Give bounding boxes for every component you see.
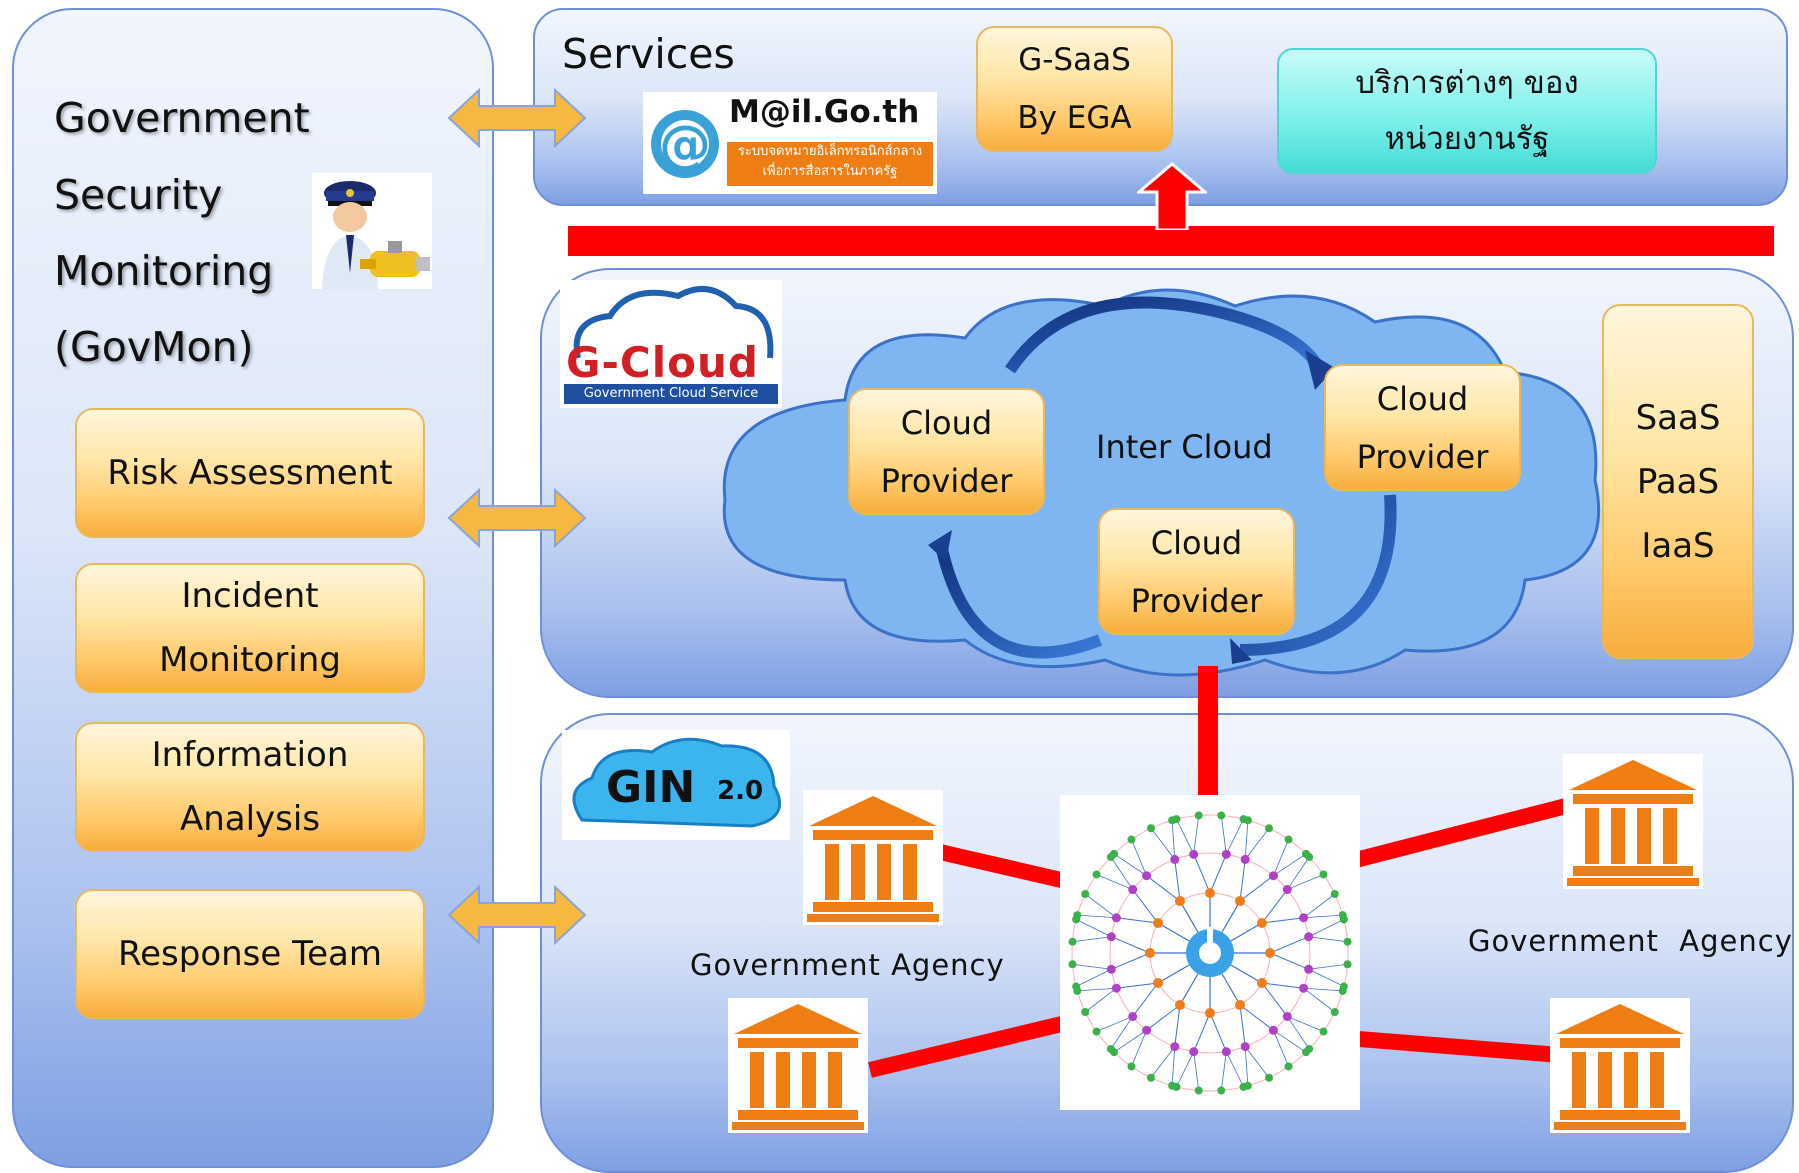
services-heading: Services: [562, 30, 735, 78]
up-arrow-icon: [1137, 162, 1207, 230]
gin-logo-version: 2.0: [717, 776, 764, 806]
response-team-label: Response Team: [118, 934, 382, 974]
mail-tagline-1: ระบบจดหมายอิเล็กทรอนิกส์กลาง: [737, 144, 923, 159]
government-building-icon: [1563, 754, 1703, 889]
cloud-provider-line-1: Cloud: [1376, 379, 1469, 418]
gsaas-line-2: By EGA: [1017, 100, 1132, 136]
mail-tagline-2: เพื่อการสื่อสารในภาครัฐ: [762, 164, 898, 179]
cloud-provider-line-2: Provider: [1356, 437, 1489, 476]
service-model-paas: PaaS: [1636, 461, 1720, 502]
agency-label-left: Government Agency: [690, 948, 1005, 982]
mail-tagline: ระบบจดหมายอิเล็กทรอนิกส์กลาง เพื่อการสื่…: [727, 142, 933, 186]
information-analysis-line-1: Information: [151, 735, 349, 775]
gin-logo-text: GIN: [606, 762, 696, 813]
cloud-provider-line-2: Provider: [880, 461, 1013, 500]
gcloud-logo-subtitle: Government Cloud Service: [564, 384, 778, 404]
service-models-box: SaaS PaaS IaaS: [1602, 304, 1754, 659]
incident-monitoring-box: Incident Monitoring: [75, 563, 425, 693]
cloud-provider-box: Cloud Provider: [1098, 508, 1295, 635]
circular-arrow-icon: [928, 296, 1397, 664]
incident-monitoring-line-1: Incident: [181, 576, 319, 616]
risk-assessment-label: Risk Assessment: [107, 453, 393, 493]
red-connector-vertical: [1198, 666, 1218, 796]
cloud-provider-line-2: Provider: [1130, 581, 1263, 620]
network-hub-icon: [1060, 795, 1360, 1110]
information-analysis-box: Information Analysis: [75, 722, 425, 852]
gcloud-logo-text: G-Cloud: [566, 338, 759, 387]
gsaas-box: G-SaaS By EGA: [976, 26, 1173, 152]
cloud-provider-box: Cloud Provider: [848, 388, 1045, 515]
agency-label-right: Government Agency: [1468, 924, 1793, 958]
cloud-provider-line-1: Cloud: [900, 403, 993, 442]
mail-logo: @ M@il.Go.th ระบบจดหมายอิเล็กทรอนิกส์กลา…: [643, 92, 937, 194]
service-model-saas: SaaS: [1635, 397, 1721, 438]
govmon-title-line-3: Monitoring: [54, 247, 274, 295]
gsaas-line-1: G-SaaS: [1018, 42, 1131, 78]
cloud-provider-line-1: Cloud: [1150, 523, 1243, 562]
response-team-box: Response Team: [75, 889, 425, 1019]
mail-brand: M@il.Go.th: [729, 94, 920, 130]
government-building-icon: [1550, 998, 1690, 1141]
svg-text:@: @: [659, 115, 711, 175]
inter-cloud-label: Inter Cloud: [1096, 428, 1273, 466]
government-services-box: บริการต่างๆ ของ หน่วยงานรัฐ: [1277, 48, 1657, 174]
govmon-title-line-1: Government: [54, 94, 310, 142]
double-arrow-icon: [447, 88, 587, 148]
govmon-title-line-4: (GovMon): [54, 323, 254, 371]
govmon-title-line-2: Security: [54, 171, 223, 219]
guard-icon: [312, 173, 432, 289]
risk-assessment-box: Risk Assessment: [75, 408, 425, 538]
gcloud-logo: G-Cloud Government Cloud Service: [560, 280, 782, 408]
cloud-provider-box: Cloud Provider: [1324, 364, 1521, 491]
government-building-icon: [803, 790, 943, 925]
government-building-icon: [728, 998, 868, 1141]
information-analysis-line-2: Analysis: [179, 799, 321, 839]
double-arrow-icon: [447, 885, 587, 945]
incident-monitoring-line-2: Monitoring: [159, 640, 341, 680]
gin-logo: GIN 2.0: [562, 730, 790, 840]
government-services-line-2: หน่วยงานรัฐ: [1384, 121, 1550, 157]
mail-at-icon: @: [651, 110, 719, 178]
double-arrow-icon: [447, 488, 587, 548]
service-model-iaas: IaaS: [1641, 525, 1715, 566]
government-services-line-1: บริการต่างๆ ของ: [1355, 65, 1579, 101]
